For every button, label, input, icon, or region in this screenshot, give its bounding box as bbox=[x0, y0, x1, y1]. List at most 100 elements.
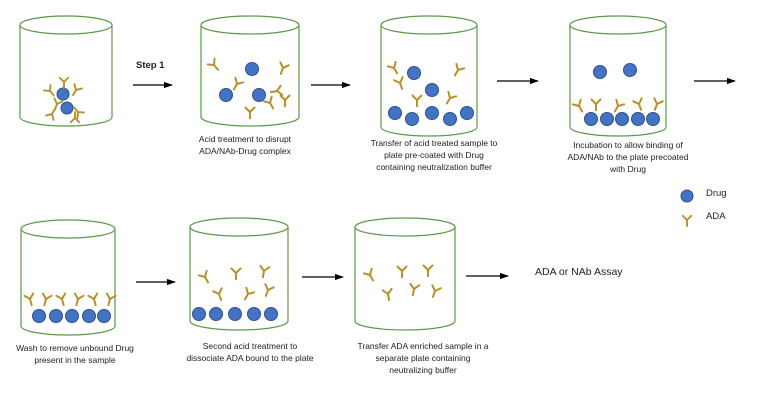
caption-step-5: Wash to remove unbound Drug present in t… bbox=[0, 342, 150, 366]
caption-line: Incubation to allow binding of bbox=[573, 140, 683, 150]
arrows-layer bbox=[133, 77, 736, 286]
drug-molecule-icon bbox=[443, 112, 457, 126]
ada-antibody-icon bbox=[212, 287, 223, 301]
drug-molecule-icon bbox=[65, 309, 79, 323]
ada-antibody-icon bbox=[431, 284, 442, 298]
drug-molecule-icon bbox=[407, 66, 421, 80]
ada-antibody-icon bbox=[681, 214, 693, 227]
ada-antibody-icon bbox=[41, 292, 53, 307]
drug-molecule-icon bbox=[623, 63, 637, 77]
ada-antibody-icon bbox=[197, 269, 210, 284]
ada-antibody-icon bbox=[232, 76, 245, 91]
ada-antibody-icon bbox=[279, 94, 291, 108]
ada-antibody-icon bbox=[55, 292, 67, 307]
ada-antibody-icon bbox=[381, 287, 393, 302]
caption-line: Transfer of acid treated sample to bbox=[370, 138, 498, 148]
step-1-label: Step 1 bbox=[136, 60, 165, 71]
caption-line: Transfer ADA enriched sample in a bbox=[357, 341, 489, 351]
caption-line: plate pre-coated with Drug bbox=[384, 150, 484, 160]
drug-molecule-icon bbox=[82, 309, 96, 323]
caption-line: ADA/NAb-Drug complex bbox=[199, 146, 291, 156]
ada-antibody-icon bbox=[244, 106, 256, 120]
caption-line: ADA/NAb to the plate precoated bbox=[567, 152, 689, 162]
ada-antibody-icon bbox=[362, 267, 375, 282]
caption-line: dissociate ADA bound to the plate bbox=[186, 353, 314, 363]
ada-antibody-icon bbox=[262, 95, 275, 110]
vessel-5 bbox=[20, 219, 117, 336]
ada-antibody-icon bbox=[87, 292, 99, 307]
caption-step-3: Transfer of acid treated sample to plate… bbox=[344, 137, 524, 173]
ada-antibody-icon bbox=[230, 267, 242, 281]
ada-antibody-icon bbox=[613, 98, 626, 113]
ada-antibody-icon bbox=[279, 61, 290, 75]
caption-step-2: Acid treatment to disrupt ADA/NAb-Drug c… bbox=[180, 133, 310, 157]
ada-antibody-icon bbox=[396, 265, 408, 279]
drug-molecule-icon bbox=[425, 106, 439, 120]
ada-antibody-icon bbox=[73, 106, 85, 119]
drug-molecule-icon bbox=[584, 112, 598, 126]
ada-antibody-icon bbox=[243, 286, 256, 301]
ada-antibody-icon bbox=[269, 84, 284, 96]
drug-molecule-icon bbox=[615, 112, 629, 126]
caption-line: neutralizing buffer bbox=[389, 365, 457, 375]
ada-antibody-icon bbox=[386, 60, 399, 75]
drug-molecule-icon bbox=[192, 307, 206, 321]
ada-antibody-icon bbox=[632, 97, 643, 111]
caption-line: Acid treatment to disrupt bbox=[198, 134, 292, 144]
final-assay-label: ADA or NAb Assay bbox=[535, 266, 623, 278]
drug-molecule-icon bbox=[388, 106, 402, 120]
ada-antibody-icon bbox=[45, 107, 56, 121]
drug-molecule-icon bbox=[245, 62, 259, 76]
drug-molecule-icon bbox=[680, 189, 694, 203]
drug-molecule-icon bbox=[646, 112, 660, 126]
vessel-4 bbox=[569, 15, 667, 137]
drug-molecule-icon bbox=[32, 309, 46, 323]
vessels-layer bbox=[19, 15, 667, 336]
drug-molecule-icon bbox=[425, 83, 439, 97]
caption-step-7: Transfer ADA enriched sample in a separa… bbox=[338, 340, 508, 376]
drug-molecule-icon bbox=[209, 307, 223, 321]
drug-molecule-icon bbox=[247, 307, 261, 321]
caption-line: separate plate containing bbox=[375, 353, 471, 363]
caption-line: Wash to remove unbound Drug bbox=[16, 343, 134, 353]
drug-molecule-icon bbox=[228, 307, 242, 321]
vessel-6 bbox=[189, 217, 289, 331]
legend-drug-label: Drug bbox=[706, 188, 727, 199]
vessel-7 bbox=[354, 217, 456, 331]
ada-antibody-icon bbox=[411, 94, 423, 108]
drug-molecule-icon bbox=[252, 88, 266, 102]
drug-molecule-icon bbox=[56, 87, 70, 101]
ada-antibody-icon bbox=[422, 264, 434, 278]
drug-molecule-icon bbox=[264, 307, 278, 321]
caption-step-6: Second acid treatment to dissociate ADA … bbox=[170, 340, 330, 364]
ada-antibody-icon bbox=[105, 292, 117, 307]
caption-line: Second acid treatment to bbox=[202, 341, 298, 351]
caption-line: with Drug bbox=[610, 164, 646, 174]
drug-molecule-icon bbox=[405, 112, 419, 126]
ada-antibody-icon bbox=[409, 282, 421, 297]
ada-antibody-icon bbox=[264, 283, 275, 297]
drug-molecule-icon bbox=[593, 65, 607, 79]
ada-antibody-icon bbox=[206, 57, 220, 71]
drug-molecule-icon bbox=[631, 112, 645, 126]
vessel-2 bbox=[200, 15, 300, 127]
ada-antibody-icon bbox=[653, 97, 664, 111]
ada-antibody-icon bbox=[393, 76, 404, 90]
ada-antibody-icon bbox=[453, 62, 466, 77]
ada-antibody-icon bbox=[23, 292, 35, 307]
caption-line: present in the sample bbox=[34, 355, 116, 365]
ada-antibody-icon bbox=[73, 292, 85, 307]
caption-line: containing neutralization buffer bbox=[376, 162, 492, 172]
ada-antibody-icon bbox=[69, 111, 81, 124]
ada-antibody-icon bbox=[590, 98, 602, 112]
drug-molecule-icon bbox=[60, 101, 74, 115]
ada-antibody-icon bbox=[571, 98, 584, 113]
drug-molecule-icon bbox=[460, 106, 474, 120]
drug-molecule-icon bbox=[600, 112, 614, 126]
drug-molecule-icon bbox=[219, 88, 233, 102]
drug-molecule-icon bbox=[49, 309, 63, 323]
drug-molecule-icon bbox=[97, 309, 111, 323]
vessel-3 bbox=[380, 15, 478, 137]
